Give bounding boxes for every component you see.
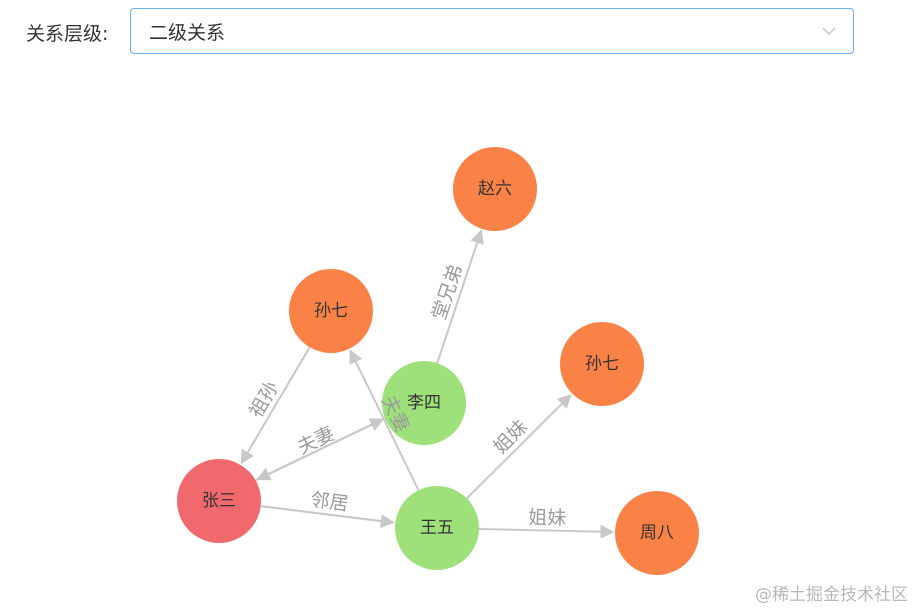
edge-lisi-zhangsan[interactable] [256, 417, 386, 481]
edge-wangwu-sunqi_a[interactable] [349, 349, 420, 491]
edge-sunqi_a-zhangsan[interactable] [240, 346, 311, 465]
node-label: 张三 [202, 491, 236, 511]
edge-label: 姐妹 [528, 507, 567, 530]
node-circle[interactable] [382, 361, 466, 445]
filter-bar: 关系层级: 二级关系 [26, 8, 854, 56]
node-sunqi_b[interactable]: 孙七 [560, 322, 644, 406]
edge-wangwu-sunqi_b[interactable] [466, 394, 572, 500]
edge-zhangsan-wangwu[interactable] [260, 505, 395, 528]
relation-level-select[interactable]: 二级关系 [130, 8, 854, 54]
edge-lisi-zhaoliu[interactable] [436, 229, 484, 364]
relation-level-label: 关系层级: [26, 22, 109, 45]
node-circle[interactable] [177, 459, 261, 543]
edge-wangwu-zhouba[interactable] [478, 524, 615, 539]
node-label: 赵六 [478, 179, 512, 199]
edge-label: 姐妹 [489, 416, 531, 458]
relation-level-value: 二级关系 [149, 21, 226, 44]
node-zhaoliu[interactable]: 赵六 [453, 147, 537, 231]
node-wangwu[interactable]: 王五 [395, 486, 479, 570]
node-label: 孙七 [585, 354, 619, 374]
node-label: 孙七 [314, 301, 348, 321]
node-sunqi_a[interactable]: 孙七 [289, 269, 373, 353]
node-circle[interactable] [453, 147, 537, 231]
edge-label: 邻居 [309, 489, 349, 516]
node-circle[interactable] [395, 486, 479, 570]
node-label: 李四 [407, 393, 441, 413]
node-lisi[interactable]: 李四 [382, 361, 466, 445]
chevron-down-icon [822, 27, 836, 35]
node-zhangsan[interactable]: 张三 [177, 459, 261, 543]
node-circle[interactable] [615, 491, 699, 575]
node-zhouba[interactable]: 周八 [615, 491, 699, 575]
edge-label: 夫妻 [294, 423, 338, 459]
node-circle[interactable] [289, 269, 373, 353]
node-label: 王五 [420, 518, 454, 538]
watermark: @稀土掘金技术社区 [755, 585, 908, 605]
node-label: 周八 [640, 523, 674, 543]
node-circle[interactable] [560, 322, 644, 406]
